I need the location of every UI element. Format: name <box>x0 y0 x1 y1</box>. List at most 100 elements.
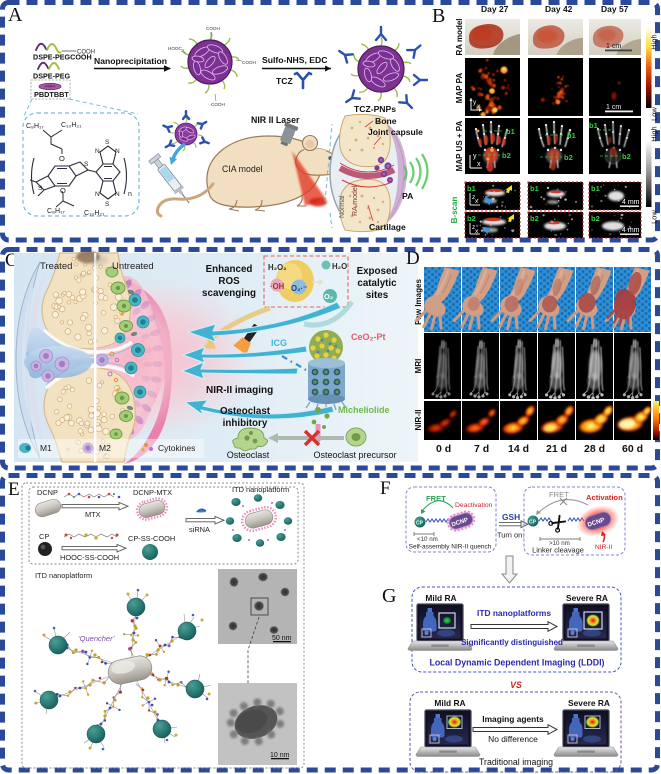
svg-text:<10 nm: <10 nm <box>417 536 438 543</box>
svg-text:Self-assembly NIR-II quench: Self-assembly NIR-II quench <box>409 544 492 551</box>
svg-text:N: N <box>95 191 100 198</box>
svg-text:O: O <box>59 154 65 163</box>
svg-text:4 mm: 4 mm <box>622 199 640 206</box>
svg-text:50 nm: 50 nm <box>272 635 292 642</box>
svg-text:CP: CP <box>416 521 424 527</box>
svg-text:N: N <box>115 148 120 155</box>
svg-text:H₂O₂: H₂O₂ <box>268 263 287 272</box>
svg-text:C₈H₁₇: C₈H₁₇ <box>47 208 65 215</box>
svg-text:High: High <box>650 126 659 141</box>
svg-text:>10 nm: >10 nm <box>549 540 570 547</box>
svg-text:b1: b1 <box>530 184 539 193</box>
svg-text:NIR-II imaging: NIR-II imaging <box>206 385 273 396</box>
svg-text:Paw Images: Paw Images <box>414 279 423 325</box>
svg-text:M1: M1 <box>40 443 52 453</box>
svg-text:COOH: COOH <box>242 60 256 65</box>
svg-text:D: D <box>406 248 420 269</box>
svg-text:Day 42: Day 42 <box>545 4 573 14</box>
svg-text:Osteoclast: Osteoclast <box>227 450 270 460</box>
svg-text:MTX: MTX <box>85 510 101 519</box>
svg-text:Low: Low <box>650 107 659 121</box>
svg-text:DCNP-MTX: DCNP-MTX <box>133 488 172 497</box>
svg-text:·OH: ·OH <box>270 282 285 291</box>
svg-text:ICG: ICG <box>271 338 287 348</box>
svg-text:catalytic: catalytic <box>357 278 397 289</box>
svg-text:M2: M2 <box>99 443 111 453</box>
svg-text:b2: b2 <box>502 151 511 160</box>
svg-text:COOH: COOH <box>211 102 225 107</box>
svg-text:b1: b1 <box>567 131 576 140</box>
svg-text:C₁₀H₂₁: C₁₀H₂₁ <box>84 210 105 217</box>
svg-text:ITD nanoplatform: ITD nanoplatform <box>35 571 92 580</box>
svg-text:Linker cleavage: Linker cleavage <box>532 546 584 555</box>
svg-text:G: G <box>382 585 396 607</box>
svg-text:Cartilage: Cartilage <box>369 222 406 232</box>
svg-text:GSH: GSH <box>502 512 520 522</box>
svg-text:S: S <box>84 161 89 168</box>
svg-text:CP-SS-COOH: CP-SS-COOH <box>128 534 175 543</box>
svg-text:n: n <box>128 191 132 198</box>
svg-text:x: x <box>475 228 479 235</box>
svg-text:DCNP: DCNP <box>37 488 58 497</box>
svg-text:Local Dynamic Dependent Imagi: Local Dynamic Dependent Imaging (LDDI) <box>430 658 605 668</box>
svg-text:z: z <box>472 194 475 201</box>
svg-text:S: S <box>38 185 43 192</box>
svg-text:DCNP: DCNP <box>451 517 469 528</box>
svg-text:Untreated: Untreated <box>112 261 154 272</box>
svg-text:b1: b1 <box>467 184 476 193</box>
svg-text:CP: CP <box>39 532 49 541</box>
svg-text:O₂: O₂ <box>324 292 333 301</box>
svg-text:Severe RA: Severe RA <box>568 698 610 708</box>
svg-text:HOOC: HOOC <box>168 46 182 51</box>
svg-text:COOH: COOH <box>77 50 95 56</box>
svg-text:Nanoprecipitation: Nanoprecipitation <box>94 56 167 66</box>
svg-text:ROS: ROS <box>218 276 240 287</box>
svg-text:FRET: FRET <box>549 490 569 499</box>
svg-text:Significantly distinguished: Significantly distinguished <box>461 638 563 647</box>
svg-text:Cytokines: Cytokines <box>158 443 195 453</box>
svg-text:y: y <box>473 153 477 160</box>
svg-text:‘Quencher’: ‘Quencher’ <box>78 634 115 643</box>
svg-text:MAP PA: MAP PA <box>455 73 464 104</box>
svg-text:O: O <box>60 186 66 195</box>
svg-text:Turn on:: Turn on: <box>497 531 524 540</box>
svg-text:Normal: Normal <box>339 195 346 218</box>
svg-text:N: N <box>115 191 120 198</box>
svg-text:DSPE-PEGCOOH: DSPE-PEGCOOH <box>33 53 92 62</box>
svg-text:inhibitory: inhibitory <box>223 418 268 429</box>
svg-text:Sulfo-NHS, EDC: Sulfo-NHS, EDC <box>262 55 327 65</box>
svg-text:ITD nanoplatform: ITD nanoplatform <box>232 485 289 494</box>
svg-text:Day 27: Day 27 <box>481 4 509 14</box>
svg-text:DSPE-PEG: DSPE-PEG <box>33 72 71 81</box>
svg-text:F: F <box>380 478 391 499</box>
svg-text:VS: VS <box>510 680 522 690</box>
svg-text:PA: PA <box>402 191 413 201</box>
svg-text:O₂·⁻: O₂·⁻ <box>291 284 307 293</box>
svg-text:Micheliolide: Micheliolide <box>338 405 390 415</box>
svg-text:CeO₂-Pt: CeO₂-Pt <box>351 332 386 342</box>
svg-text:C₈H₁₇: C₈H₁₇ <box>26 123 44 130</box>
svg-text:COOH: COOH <box>206 26 220 31</box>
svg-text:NIR II Laser: NIR II Laser <box>251 115 300 125</box>
svg-text:HOOC-SS-COOH: HOOC-SS-COOH <box>60 553 119 562</box>
svg-text:B: B <box>432 5 445 27</box>
svg-text:Traditional imaging: Traditional imaging <box>479 757 553 767</box>
svg-text:x: x <box>477 161 481 168</box>
svg-text:b1: b1 <box>589 121 598 130</box>
svg-text:1 cm: 1 cm <box>606 43 621 50</box>
svg-text:No difference: No difference <box>488 734 538 744</box>
svg-text:TCZ-PNPs: TCZ-PNPs <box>354 104 396 114</box>
svg-text:y: y <box>473 99 477 106</box>
svg-text:x: x <box>477 103 481 110</box>
svg-text:CIA model: CIA model <box>222 164 263 174</box>
svg-text:S: S <box>105 139 110 146</box>
svg-text:Osteoclast precursor: Osteoclast precursor <box>313 450 396 460</box>
svg-text:NIR-II: NIR-II <box>595 544 612 551</box>
svg-text:b1: b1 <box>506 127 515 136</box>
svg-text:Osteoclast: Osteoclast <box>220 406 271 417</box>
svg-text:E: E <box>8 479 20 500</box>
svg-text:RA model: RA model <box>352 185 359 216</box>
svg-text:28 d: 28 d <box>584 443 605 455</box>
svg-text:ITD nanoplatforms: ITD nanoplatforms <box>477 608 551 618</box>
svg-text:Imaging agents: Imaging agents <box>482 714 544 724</box>
